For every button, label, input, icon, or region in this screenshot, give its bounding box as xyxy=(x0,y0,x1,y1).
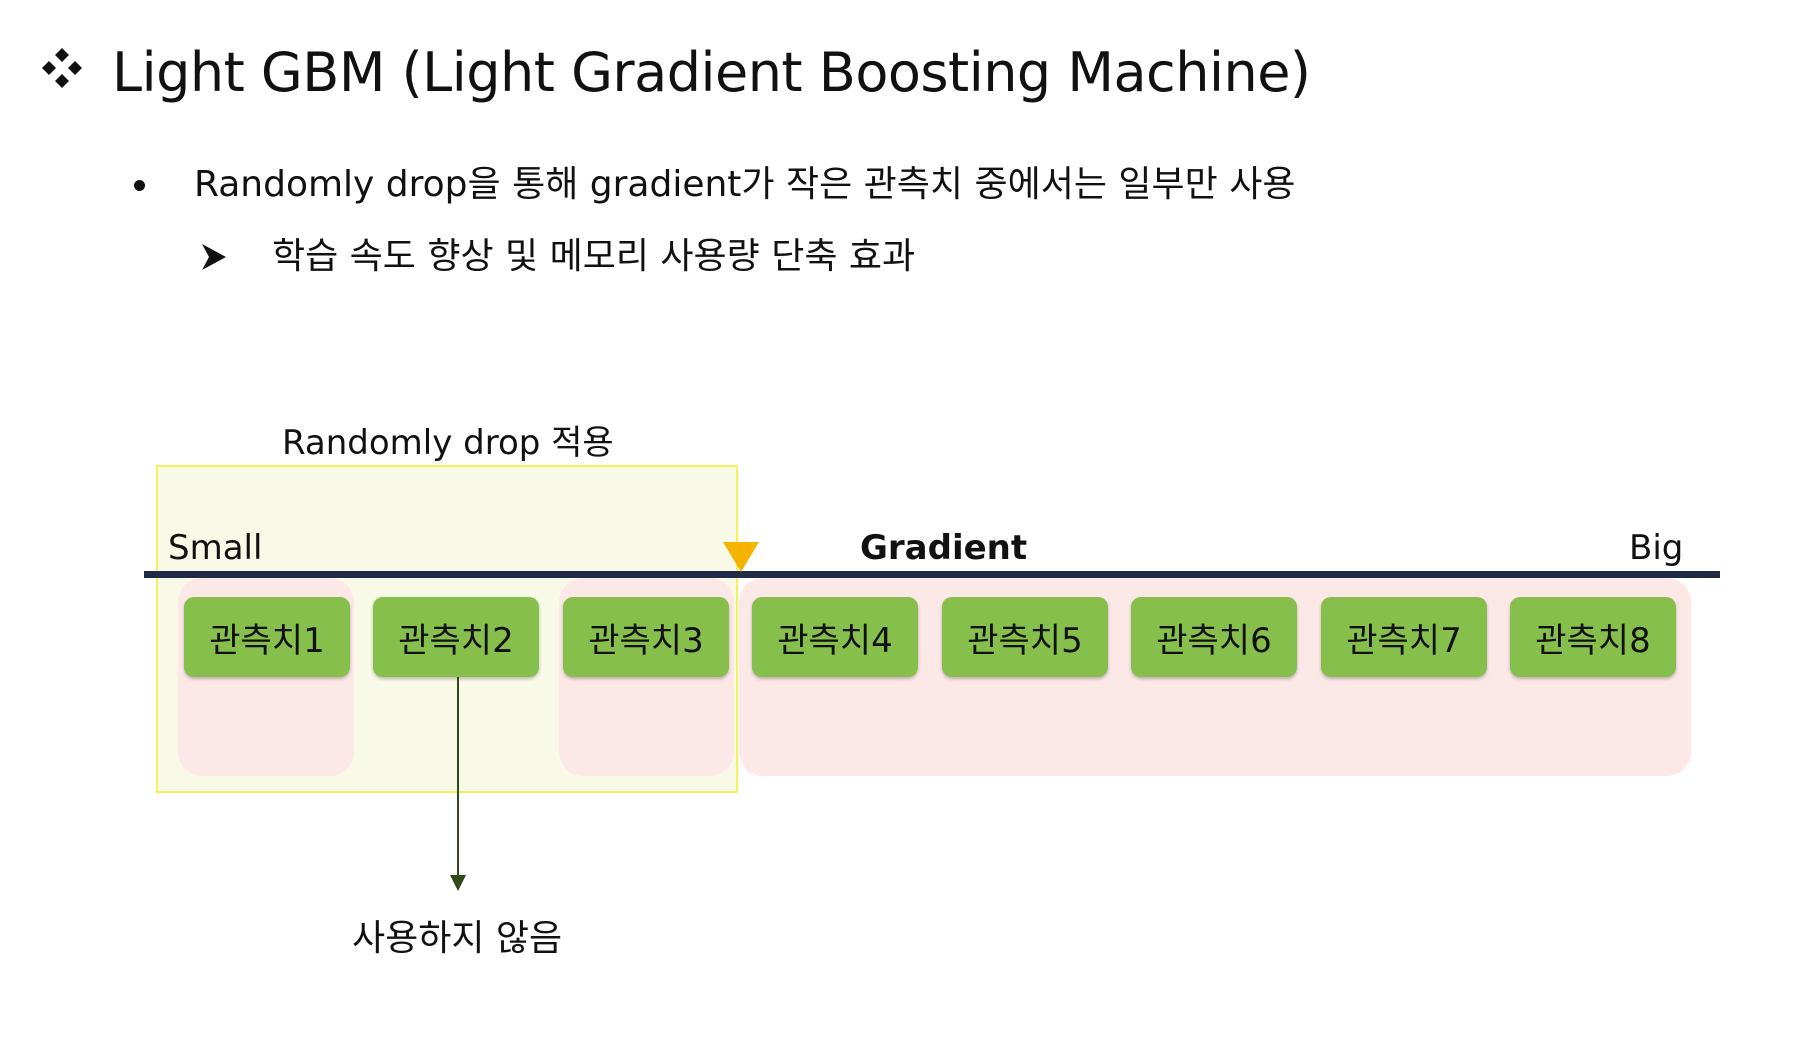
four-diamond-icon xyxy=(42,48,82,88)
observation-box-8: 관측치8 xyxy=(1510,597,1676,677)
axis-small-label: Small xyxy=(168,528,263,568)
threshold-marker-icon xyxy=(723,542,759,572)
observation-box-4: 관측치4 xyxy=(752,597,918,677)
random-drop-label: Randomly drop 적용 xyxy=(282,423,614,463)
axis-big-label: Big xyxy=(1629,528,1684,568)
bullet-item-randomly-drop: Randomly drop을 통해 gradient가 작은 관측치 중에서는 … xyxy=(194,164,1296,205)
observation-box-2: 관측치2 xyxy=(373,597,539,677)
observation-box-7: 관측치7 xyxy=(1321,597,1487,677)
arrowhead-icon xyxy=(202,244,226,270)
down-arrow-icon xyxy=(450,677,466,891)
gradient-axis-line xyxy=(144,571,1720,578)
observation-box-6: 관측치6 xyxy=(1131,597,1297,677)
sub-bullet-effect: 학습 속도 향상 및 메모리 사용량 단축 효과 xyxy=(272,236,916,277)
axis-gradient-label: Gradient xyxy=(860,528,1028,568)
not-used-label: 사용하지 않음 xyxy=(352,918,563,959)
observation-box-5: 관측치5 xyxy=(942,597,1108,677)
bullet-dot-icon xyxy=(134,180,145,191)
observation-box-1: 관측치1 xyxy=(184,597,350,677)
observation-box-3: 관측치3 xyxy=(563,597,729,677)
page-title: Light GBM (Light Gradient Boosting Machi… xyxy=(112,41,1311,104)
